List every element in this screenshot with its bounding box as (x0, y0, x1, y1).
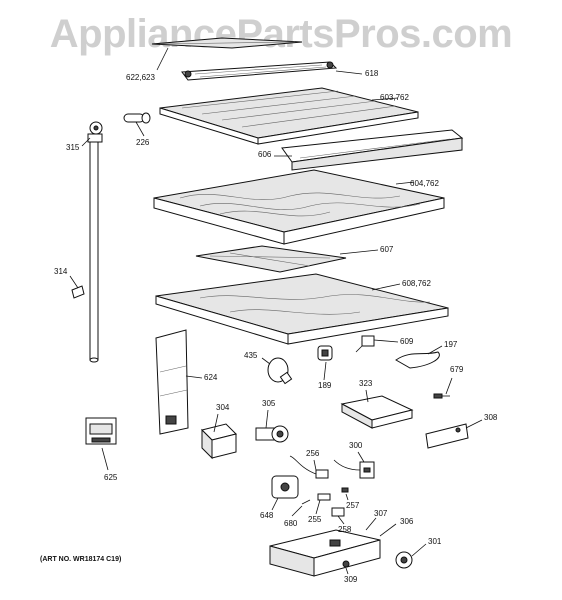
label-197: 197 (444, 340, 458, 349)
part-197-spring (395, 351, 440, 369)
label-308: 308 (484, 413, 498, 422)
part-314-tube (89, 141, 99, 363)
label-315: 315 (66, 143, 80, 152)
label-648: 648 (260, 511, 274, 520)
label-309: 309 (344, 575, 358, 584)
label-604-762: 604,762 (410, 179, 439, 188)
label-304: 304 (216, 403, 230, 412)
part-608-shelf (155, 273, 449, 345)
part-679-screw (433, 393, 450, 399)
part-226-roller (123, 112, 151, 124)
label-306: 306 (400, 517, 414, 526)
label-323: 323 (359, 379, 373, 388)
label-679: 679 (450, 365, 464, 374)
label-226: 226 (136, 138, 150, 147)
part-301-knob (395, 551, 413, 569)
part-323-housing (340, 395, 414, 429)
part-304-bracket (201, 423, 237, 460)
part-256-harness (289, 455, 329, 479)
part-257-part (341, 487, 349, 493)
part-606-shelf-frame (281, 129, 464, 171)
label-305: 305 (262, 399, 276, 408)
part-306-housing (269, 529, 381, 577)
part-607-mesh-filter (195, 245, 347, 273)
part-255-part (317, 493, 331, 501)
part-609-clip (355, 335, 375, 353)
art-number: (ART NO. WR18174 C19) (40, 556, 122, 563)
part-308-bracket (425, 423, 469, 449)
label-608-762: 608,762 (402, 279, 431, 288)
part-315-clamp (87, 121, 103, 143)
label-607: 607 (380, 245, 394, 254)
label-618: 618 (365, 69, 379, 78)
label-624: 624 (204, 373, 218, 382)
part-603-glass-shelf (159, 87, 419, 145)
label-300: 300 (349, 441, 363, 450)
part-189-socket (317, 345, 333, 361)
label-301: 301 (428, 537, 442, 546)
label-256: 256 (306, 449, 320, 458)
part-258-part (331, 507, 345, 517)
part-624-panel (155, 329, 189, 435)
part-622-623-trim (151, 37, 303, 49)
label-189: 189 (318, 381, 332, 390)
label-255: 255 (308, 515, 322, 524)
label-307: 307 (374, 509, 388, 518)
part-314-clip (71, 285, 85, 299)
label-680: 680 (284, 519, 298, 528)
label-258: 258 (338, 525, 352, 534)
label-622-623: 622,623 (126, 73, 155, 82)
label-625: 625 (104, 473, 118, 482)
part-680-screw (301, 499, 311, 505)
part-604-shelf (153, 169, 445, 245)
watermark: AppliancePartsPros.com (49, 12, 513, 56)
label-603-762: 603,762 (380, 93, 409, 102)
part-618-shelf-bracket (181, 61, 338, 81)
part-435-bulb (267, 357, 293, 385)
part-648-timer (271, 475, 299, 499)
label-257: 257 (346, 501, 360, 510)
label-606: 606 (258, 150, 272, 159)
label-609: 609 (400, 337, 414, 346)
leader-lines (69, 47, 483, 575)
part-305-thermostat (255, 425, 289, 443)
part-309-part (342, 560, 350, 568)
label-314: 314 (54, 267, 68, 276)
part-300-assembly (333, 459, 375, 479)
label-435: 435 (244, 351, 258, 360)
part-625-control (85, 417, 117, 445)
